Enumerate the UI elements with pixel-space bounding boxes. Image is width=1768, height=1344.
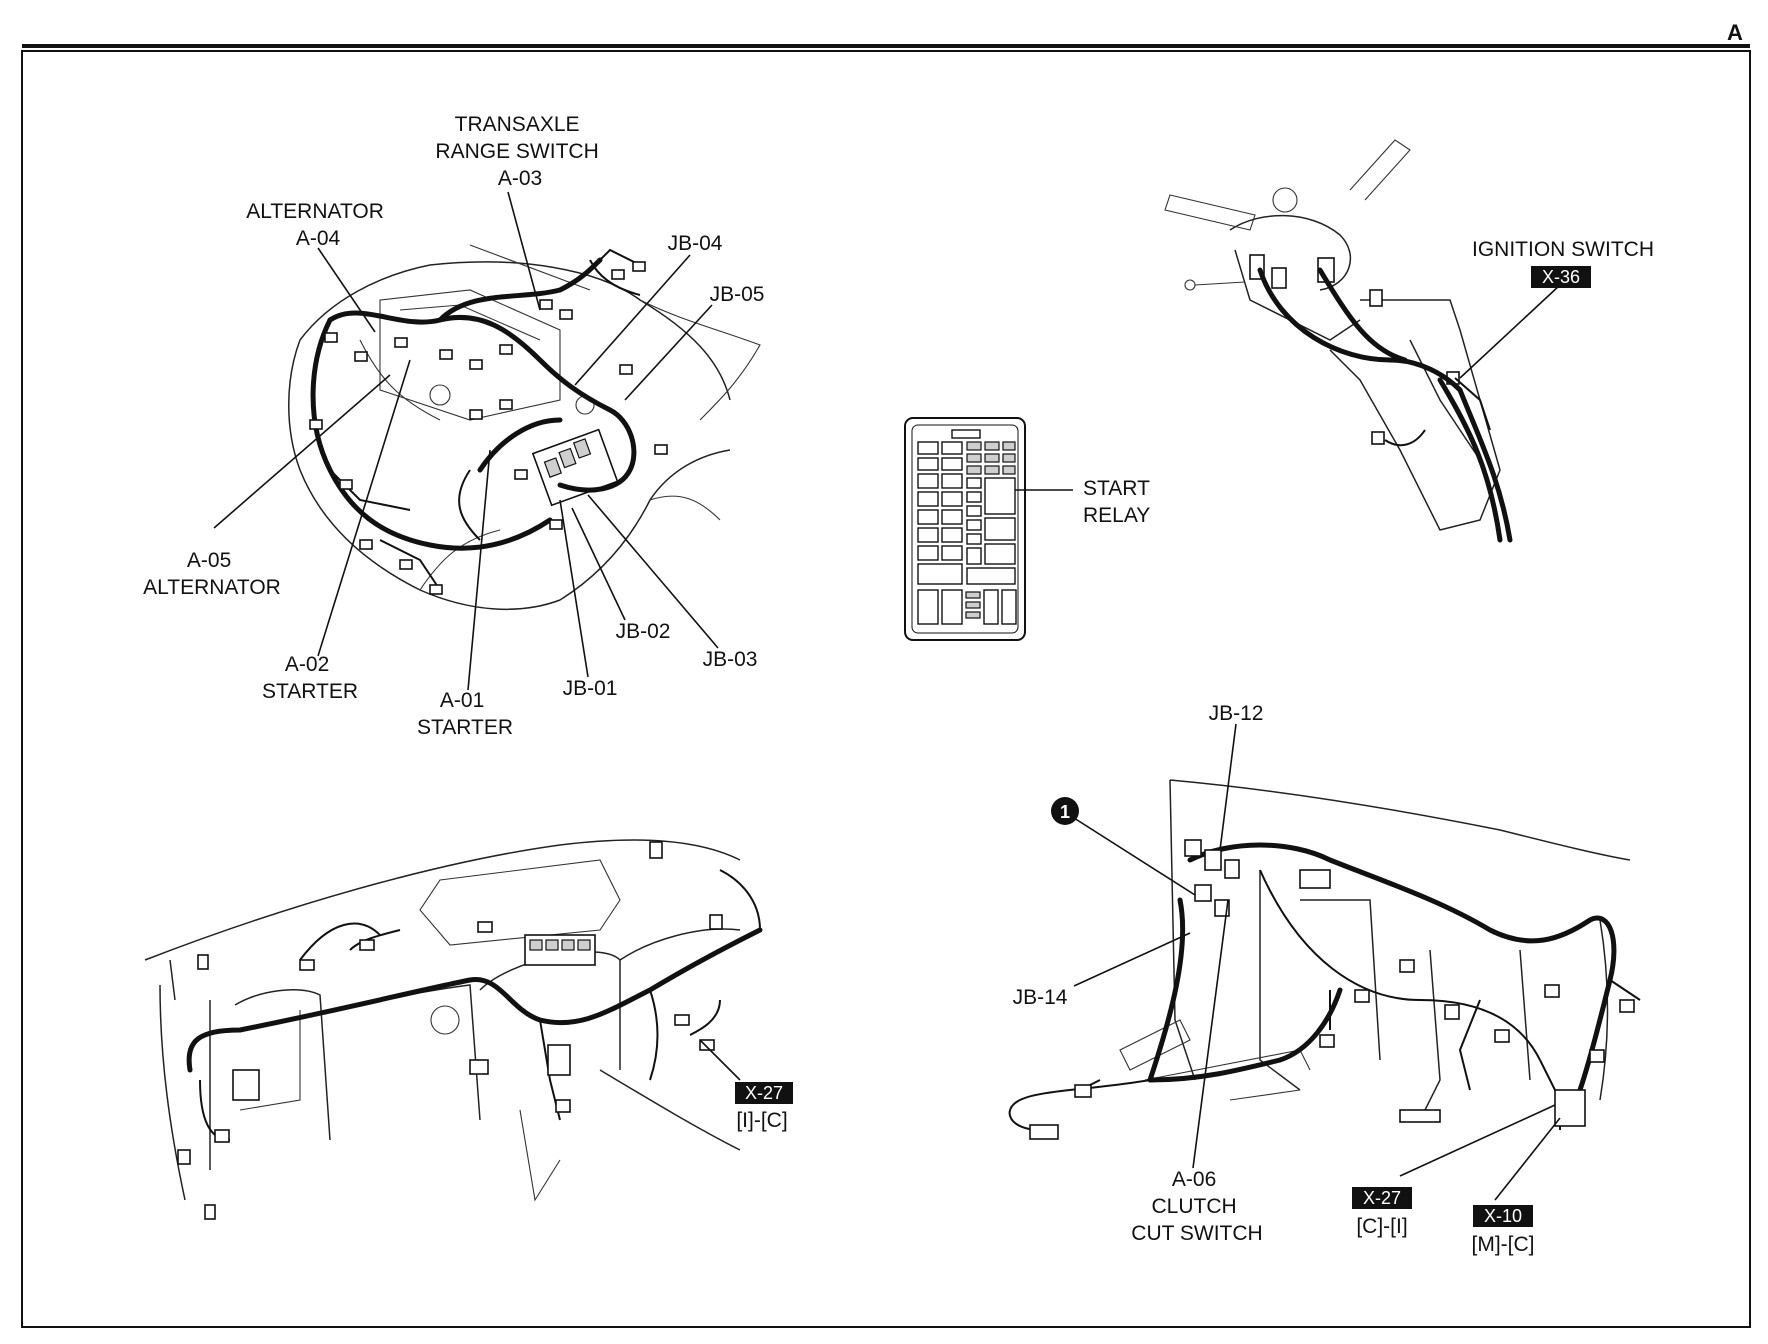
start-relay-slot — [984, 477, 1016, 515]
label-jb-05: JB-05 — [710, 283, 765, 306]
x27-left-leader — [699, 1039, 741, 1081]
svg-text:X-27: X-27 — [1363, 1188, 1401, 1208]
svg-text:1: 1 — [1060, 802, 1070, 822]
badge-x27-left: X-27 — [735, 1082, 793, 1104]
label-a01-starter: A-01 STARTER — [417, 689, 513, 739]
label-x10-pins: [M]-[C] — [1472, 1233, 1535, 1256]
badge-x27-right: X-27 — [1352, 1187, 1412, 1209]
callout-1: 1 — [1051, 797, 1079, 825]
label-transaxle-range-switch: TRANSAXLE RANGE SWITCH A-03 — [435, 113, 604, 190]
svg-text:X-36: X-36 — [1542, 267, 1580, 287]
svg-text:X-10: X-10 — [1484, 1206, 1522, 1226]
badge-x10: X-10 — [1473, 1205, 1533, 1227]
label-ignition-switch: IGNITION SWITCH — [1472, 238, 1654, 261]
svg-text:X-27: X-27 — [745, 1083, 783, 1103]
label-jb-04: JB-04 — [668, 232, 723, 255]
label-start-relay: START RELAY — [1083, 477, 1155, 527]
engine-bay-leaders — [213, 191, 719, 691]
label-x27-left-pins: [I]-[C] — [736, 1109, 787, 1132]
label-a06-clutch-cut-switch: A-06 CLUTCH CUT SWITCH — [1131, 1168, 1262, 1245]
label-jb-02: JB-02 — [616, 620, 671, 643]
label-jb-01: JB-01 — [563, 677, 618, 700]
steering-column-illustration — [1164, 139, 1513, 543]
section-letter: A — [1727, 20, 1743, 45]
label-a05-alternator: A-05 ALTERNATOR — [143, 549, 281, 599]
engine-bay-illustration — [288, 244, 761, 611]
relay-box — [904, 417, 1026, 641]
label-jb-14: JB-14 — [1013, 986, 1068, 1009]
dashboard-left-illustration — [144, 839, 763, 1220]
page-frame: A — [21, 20, 1751, 1328]
label-jb-03: JB-03 — [703, 648, 758, 671]
badge-x36: X-36 — [1531, 266, 1591, 288]
ignition-switch-leader — [1459, 284, 1561, 379]
dashboard-right-leaders — [1073, 723, 1561, 1201]
engine-bay-labels: TRANSAXLE RANGE SWITCH A-03 ALTERNATOR A… — [143, 113, 764, 739]
label-alternator-a04: ALTERNATOR A-04 — [246, 200, 390, 250]
label-a02-starter: A-02 STARTER — [262, 653, 358, 703]
label-x27-right-pins: [C]-[I] — [1356, 1215, 1407, 1238]
dashboard-right-illustration — [1008, 779, 1641, 1140]
label-jb-12: JB-12 — [1209, 702, 1264, 725]
